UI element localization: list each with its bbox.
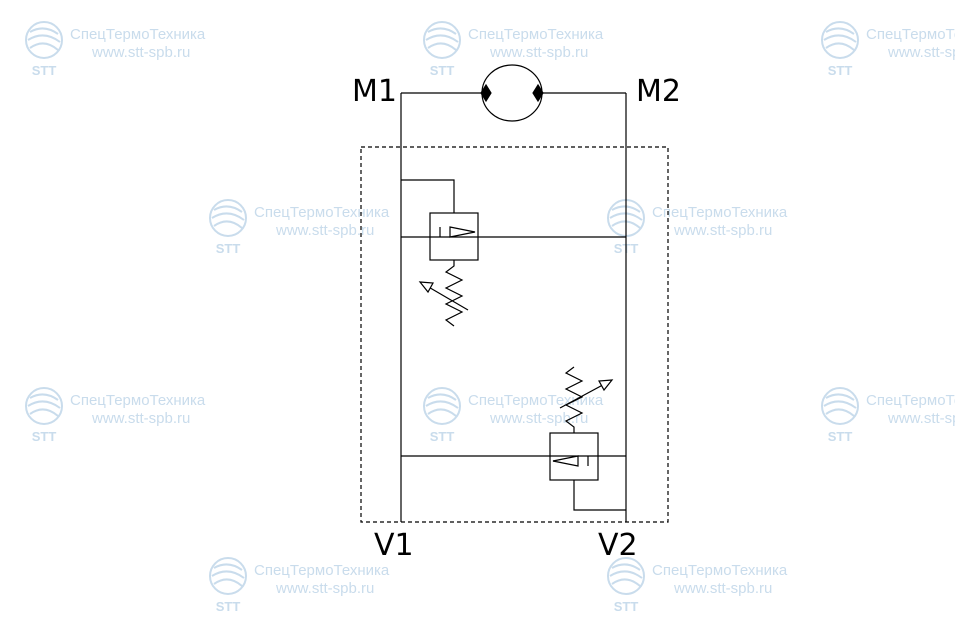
watermark: STT СпецТермоТехника www.stt-spb.ru [604, 198, 844, 262]
watermark: STT СпецТермоТехника www.stt-spb.ru [420, 386, 660, 450]
svg-text:STT: STT [828, 429, 853, 444]
stt-logo-icon: STT [607, 557, 645, 614]
stt-logo-icon: STT [209, 199, 247, 256]
watermark-url: www.stt-spb.ru [674, 580, 773, 597]
svg-text:STT: STT [614, 599, 639, 614]
stt-logo-icon: STT [821, 21, 859, 78]
stt-logo-icon: STT [821, 387, 859, 444]
watermark-url: www.stt-spb.ru [276, 222, 375, 239]
stt-logo-icon: STT [209, 557, 247, 614]
svg-text:STT: STT [828, 63, 853, 78]
stt-logo-icon: STT [25, 21, 63, 78]
svg-text:STT: STT [430, 63, 455, 78]
watermark-url: www.stt-spb.ru [490, 410, 589, 427]
watermark: STT СпецТермоТехника www.stt-spb.ru [206, 556, 446, 620]
svg-text:STT: STT [216, 599, 241, 614]
watermark-brand: СпецТермоТехника [70, 26, 206, 43]
valve-block-outline [360, 146, 669, 523]
svg-text:STT: STT [32, 429, 57, 444]
watermark-brand: СпецТермоТехника [468, 392, 604, 409]
watermark-url: www.stt-spb.ru [490, 44, 589, 61]
relief-valve-upper-symbol [401, 179, 626, 327]
watermark-brand: СпецТермоТехника [70, 392, 206, 409]
watermark: STT СпецТермоТехника www.stt-spb.ru [206, 198, 446, 262]
port-label-v2: V2 [598, 528, 638, 563]
watermark-url: www.stt-spb.ru [92, 44, 191, 61]
stt-logo-icon: STT [423, 387, 461, 444]
watermark-brand: СпецТермоТехника [652, 204, 788, 221]
stt-logo-icon: STT [25, 387, 63, 444]
watermark-url: www.stt-spb.ru [276, 580, 375, 597]
port-label-m1: M1 [352, 74, 397, 109]
watermark-brand: СпецТермоТехника [866, 392, 955, 409]
hydraulic-motor-symbol [401, 64, 626, 122]
watermark-url: www.stt-spb.ru [92, 410, 191, 427]
watermark: STT СпецТермоТехника www.stt-spb.ru [420, 20, 660, 84]
svg-text:STT: STT [32, 63, 57, 78]
watermark: STT СпецТермоТехника www.stt-spb.ru [22, 20, 262, 84]
watermark-brand: СпецТермоТехника [254, 204, 390, 221]
watermark: STT СпецТермоТехника www.stt-spb.ru [604, 556, 844, 620]
watermark-brand: СпецТермоТехника [866, 26, 955, 43]
watermark: STT СпецТермоТехника www.stt-spb.ru [22, 386, 262, 450]
stt-logo-icon: STT [423, 21, 461, 78]
watermark-url: www.stt-spb.ru [888, 44, 955, 61]
svg-text:STT: STT [430, 429, 455, 444]
watermark-brand: СпецТермоТехника [254, 562, 390, 579]
watermark-url: www.stt-spb.ru [888, 410, 955, 427]
svg-text:STT: STT [216, 241, 241, 256]
watermark-brand: СпецТермоТехника [468, 26, 604, 43]
watermark-brand: СпецТермоТехника [652, 562, 788, 579]
port-label-m2: M2 [636, 74, 681, 109]
watermark: STT СпецТермоТехника www.stt-spb.ru [818, 386, 955, 450]
watermark: STT СпецТермоТехника www.stt-spb.ru [818, 20, 955, 84]
watermark-url: www.stt-spb.ru [674, 222, 773, 239]
port-label-v1: V1 [374, 528, 414, 563]
relief-valve-lower-symbol [401, 366, 626, 511]
